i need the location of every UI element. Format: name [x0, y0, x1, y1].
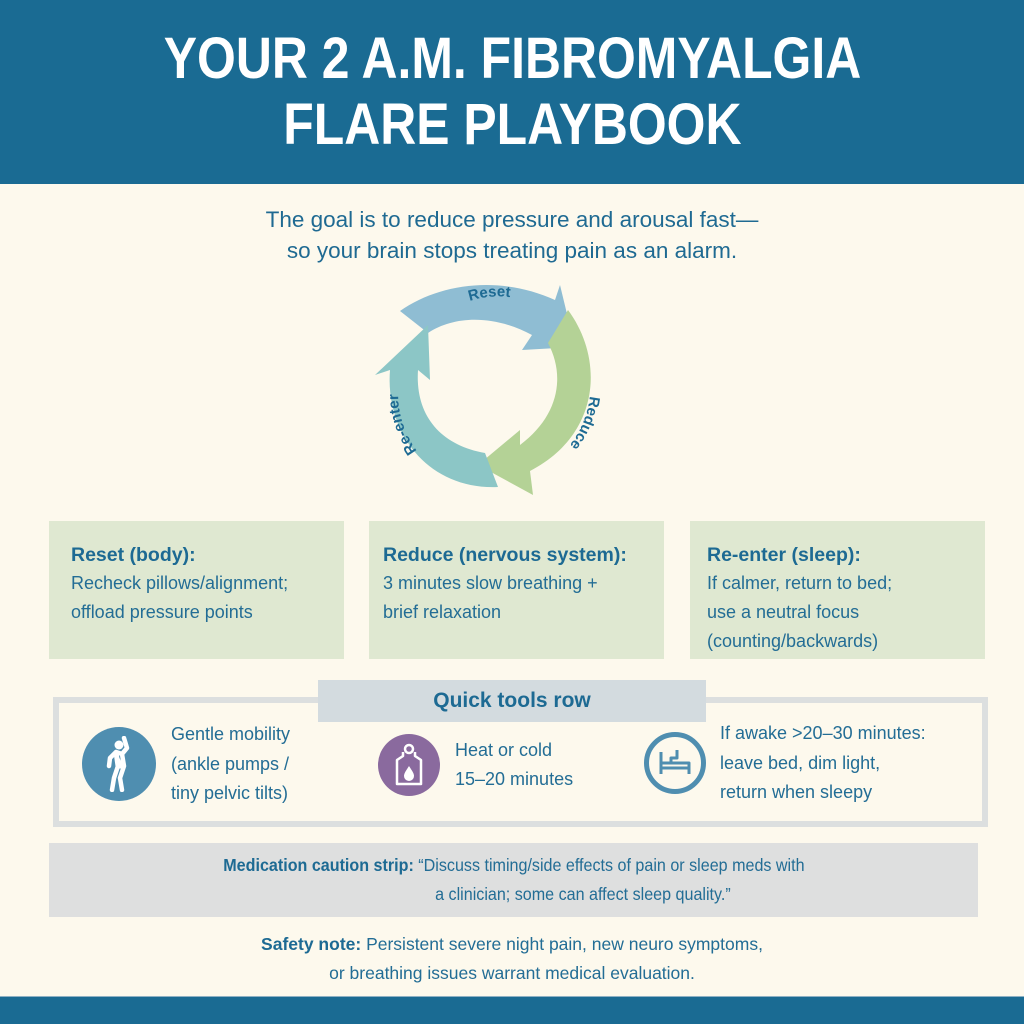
tool-text-line: 15–20 minutes — [455, 769, 574, 789]
medication-caution-text-line-2: a clinician; some can affect sleep quali… — [434, 884, 731, 904]
page-title-line-2: FLARE PLAYBOOK — [282, 92, 742, 157]
tool-text: Heat or cold 15–20 minutes — [455, 736, 573, 795]
tool-gentle-mobility: Gentle mobility (ankle pumps / tiny pelv… — [82, 720, 290, 809]
footer-bar — [0, 996, 1024, 1024]
card-reenter-sleep: Re-enter (sleep): If calmer, return to b… — [690, 521, 985, 659]
card-body-line: brief relaxation — [383, 602, 502, 622]
page-title-line-1: YOUR 2 A.M. FIBROMYALGIA — [163, 26, 861, 91]
reduce-arrow — [478, 310, 591, 495]
tool-text-line: leave bed, dim light, — [720, 752, 881, 773]
tool-text-line: (ankle pumps / — [171, 753, 290, 774]
reset-arrow — [400, 284, 575, 350]
tool-text-line: Heat or cold — [455, 739, 553, 760]
tool-text-line: If awake >20–30 minutes: — [720, 723, 926, 743]
card-body-line: (counting/backwards) — [707, 631, 879, 651]
header-banner: YOUR 2 A.M. FIBROMYALGIA FLARE PLAYBOOK — [0, 0, 1024, 184]
card-reduce-nervous-system: Reduce (nervous system): 3 minutes slow … — [369, 521, 664, 659]
goal-statement-line-1: The goal is to reduce pressure and arous… — [265, 207, 759, 232]
bed-icon — [644, 732, 706, 795]
cycle-label-reset: Reset — [466, 283, 511, 304]
medication-caution-label: Medication caution strip: — [222, 855, 414, 875]
tool-leave-bed: If awake >20–30 minutes: leave bed, dim … — [644, 719, 926, 808]
card-title: Reset (body): — [71, 544, 196, 566]
goal-statement: The goal is to reduce pressure and arous… — [0, 204, 1024, 266]
medication-caution-strip: Medication caution strip: “Discuss timin… — [49, 843, 978, 917]
tool-text-line: return when sleepy — [720, 782, 873, 802]
tool-text: If awake >20–30 minutes: leave bed, dim … — [720, 719, 926, 808]
tool-text-line: Gentle mobility — [171, 724, 291, 744]
goal-statement-line-2: so your brain stops treating pain as an … — [286, 238, 738, 263]
reenter-arrow — [375, 325, 498, 488]
card-body-line: offload pressure points — [71, 602, 253, 622]
card-body-line: If calmer, return to bed; — [707, 573, 893, 593]
medication-caution-text-line-1: “Discuss timing/side effects of pain or … — [417, 855, 805, 875]
card-body-line: use a neutral focus — [707, 602, 860, 622]
safety-note: Safety note: Persistent severe night pai… — [0, 930, 1024, 988]
card-title: Reduce (nervous system): — [383, 544, 627, 566]
tool-heat-or-cold: Heat or cold 15–20 minutes — [378, 734, 573, 796]
stretching-person-icon — [82, 727, 156, 802]
tool-text: Gentle mobility (ankle pumps / tiny pelv… — [171, 720, 290, 809]
card-body-line: 3 minutes slow breathing + — [383, 573, 598, 593]
card-title: Re-enter (sleep): — [707, 544, 861, 566]
safety-note-label: Safety note: — [261, 934, 362, 954]
card-reset-body: Reset (body): Recheck pillows/alignment;… — [49, 521, 344, 659]
tool-text-line: tiny pelvic tilts) — [171, 783, 289, 803]
card-body-line: Recheck pillows/alignment; — [71, 573, 289, 593]
svg-text:Reset: Reset — [466, 283, 511, 304]
safety-note-text-line-1: Persistent severe night pain, new neuro … — [366, 934, 763, 954]
safety-note-text-line-2: or breathing issues warrant medical eval… — [329, 963, 695, 983]
quick-tools-label: Quick tools row — [318, 680, 706, 722]
cycle-diagram: Reset Reduce Re-enter — [370, 275, 610, 505]
hot-water-bottle-icon — [378, 734, 440, 796]
